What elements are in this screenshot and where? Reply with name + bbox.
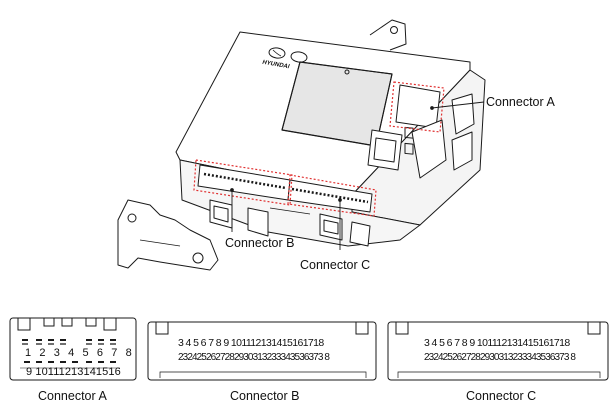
side-socket — [411, 119, 447, 179]
brand-logo-icon — [268, 47, 286, 59]
module-illustration — [117, 19, 486, 271]
connector-c-row1: 3 4 5 6 7 8 9 101112131415161718 — [424, 337, 570, 349]
connector-b-highlight — [193, 159, 293, 206]
callout-connector-c: Connector C — [300, 258, 371, 272]
callout-connector-a: Connector A — [486, 95, 555, 109]
connector-c-row2: 2324252627282930313233343536373 8 — [424, 352, 576, 363]
leader-lines — [230, 101, 485, 250]
tab-hole — [390, 26, 398, 34]
bracket-hole — [127, 213, 137, 223]
caption-connector-c: Connector C — [466, 389, 537, 403]
leader-a — [431, 101, 485, 109]
highlight-boxes — [193, 81, 445, 217]
connector-b-row1: 3 4 5 6 7 8 9 101112131415161718 — [178, 337, 324, 349]
connector-a-row2: 9 10111213141516 — [26, 366, 121, 378]
connector-c-face — [387, 321, 609, 381]
connector-a-highlight — [389, 81, 445, 133]
side-socket — [367, 129, 403, 171]
callout-connector-b: Connector B — [225, 236, 295, 250]
connector-a-socket — [395, 84, 441, 129]
connector-a-face — [9, 317, 137, 381]
top-tab — [369, 19, 407, 51]
mounting-bracket — [117, 199, 219, 271]
caption-connector-b: Connector B — [230, 389, 300, 403]
bracket-hole — [192, 252, 204, 264]
connector-c-highlight — [287, 174, 377, 217]
connector-a-row1: 1 2 3 4 5 6 7 8 — [25, 347, 135, 359]
caption-connector-a: Connector A — [38, 389, 107, 403]
connector-b-face — [147, 321, 377, 381]
connector-b-row2: 2324252627282930313233343536373 8 — [178, 352, 330, 363]
brand-logo-icon — [290, 51, 308, 63]
connector-c-socket — [287, 179, 373, 213]
